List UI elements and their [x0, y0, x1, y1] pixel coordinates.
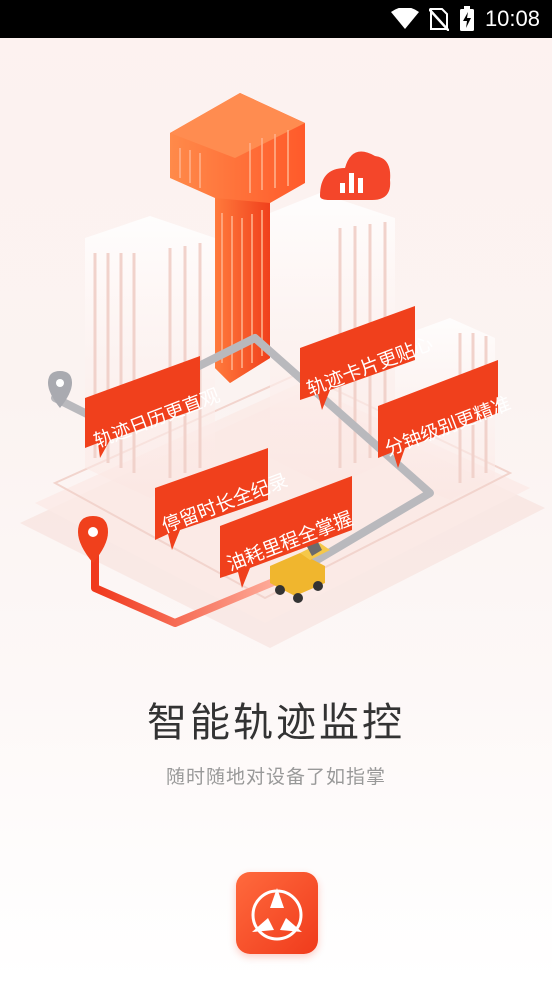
start-pin-icon [78, 516, 108, 563]
page-title: 智能轨迹监控 [147, 700, 405, 746]
hero-illustration: 轨迹日历更直观 轨迹卡片更贴心 停留时长全纪录 分钟级别更精准 油耗里程全掌握 [20, 93, 545, 648]
app-logo [236, 872, 318, 954]
no-sim-icon [428, 8, 449, 31]
cloud-chart-icon [320, 151, 391, 200]
status-time: 10:08 [484, 6, 540, 31]
app-logo-icon [251, 888, 303, 941]
status-icons: 10:08 [390, 0, 540, 38]
location-pin-icon [48, 371, 72, 408]
background-buildings [85, 193, 495, 500]
page-subtitle: 随时随地对设备了如指掌 [165, 766, 386, 788]
status-bar: 10:08 [0, 0, 552, 38]
battery-charging-icon [459, 6, 474, 31]
red-route [91, 544, 299, 627]
wifi-icon [390, 8, 419, 29]
